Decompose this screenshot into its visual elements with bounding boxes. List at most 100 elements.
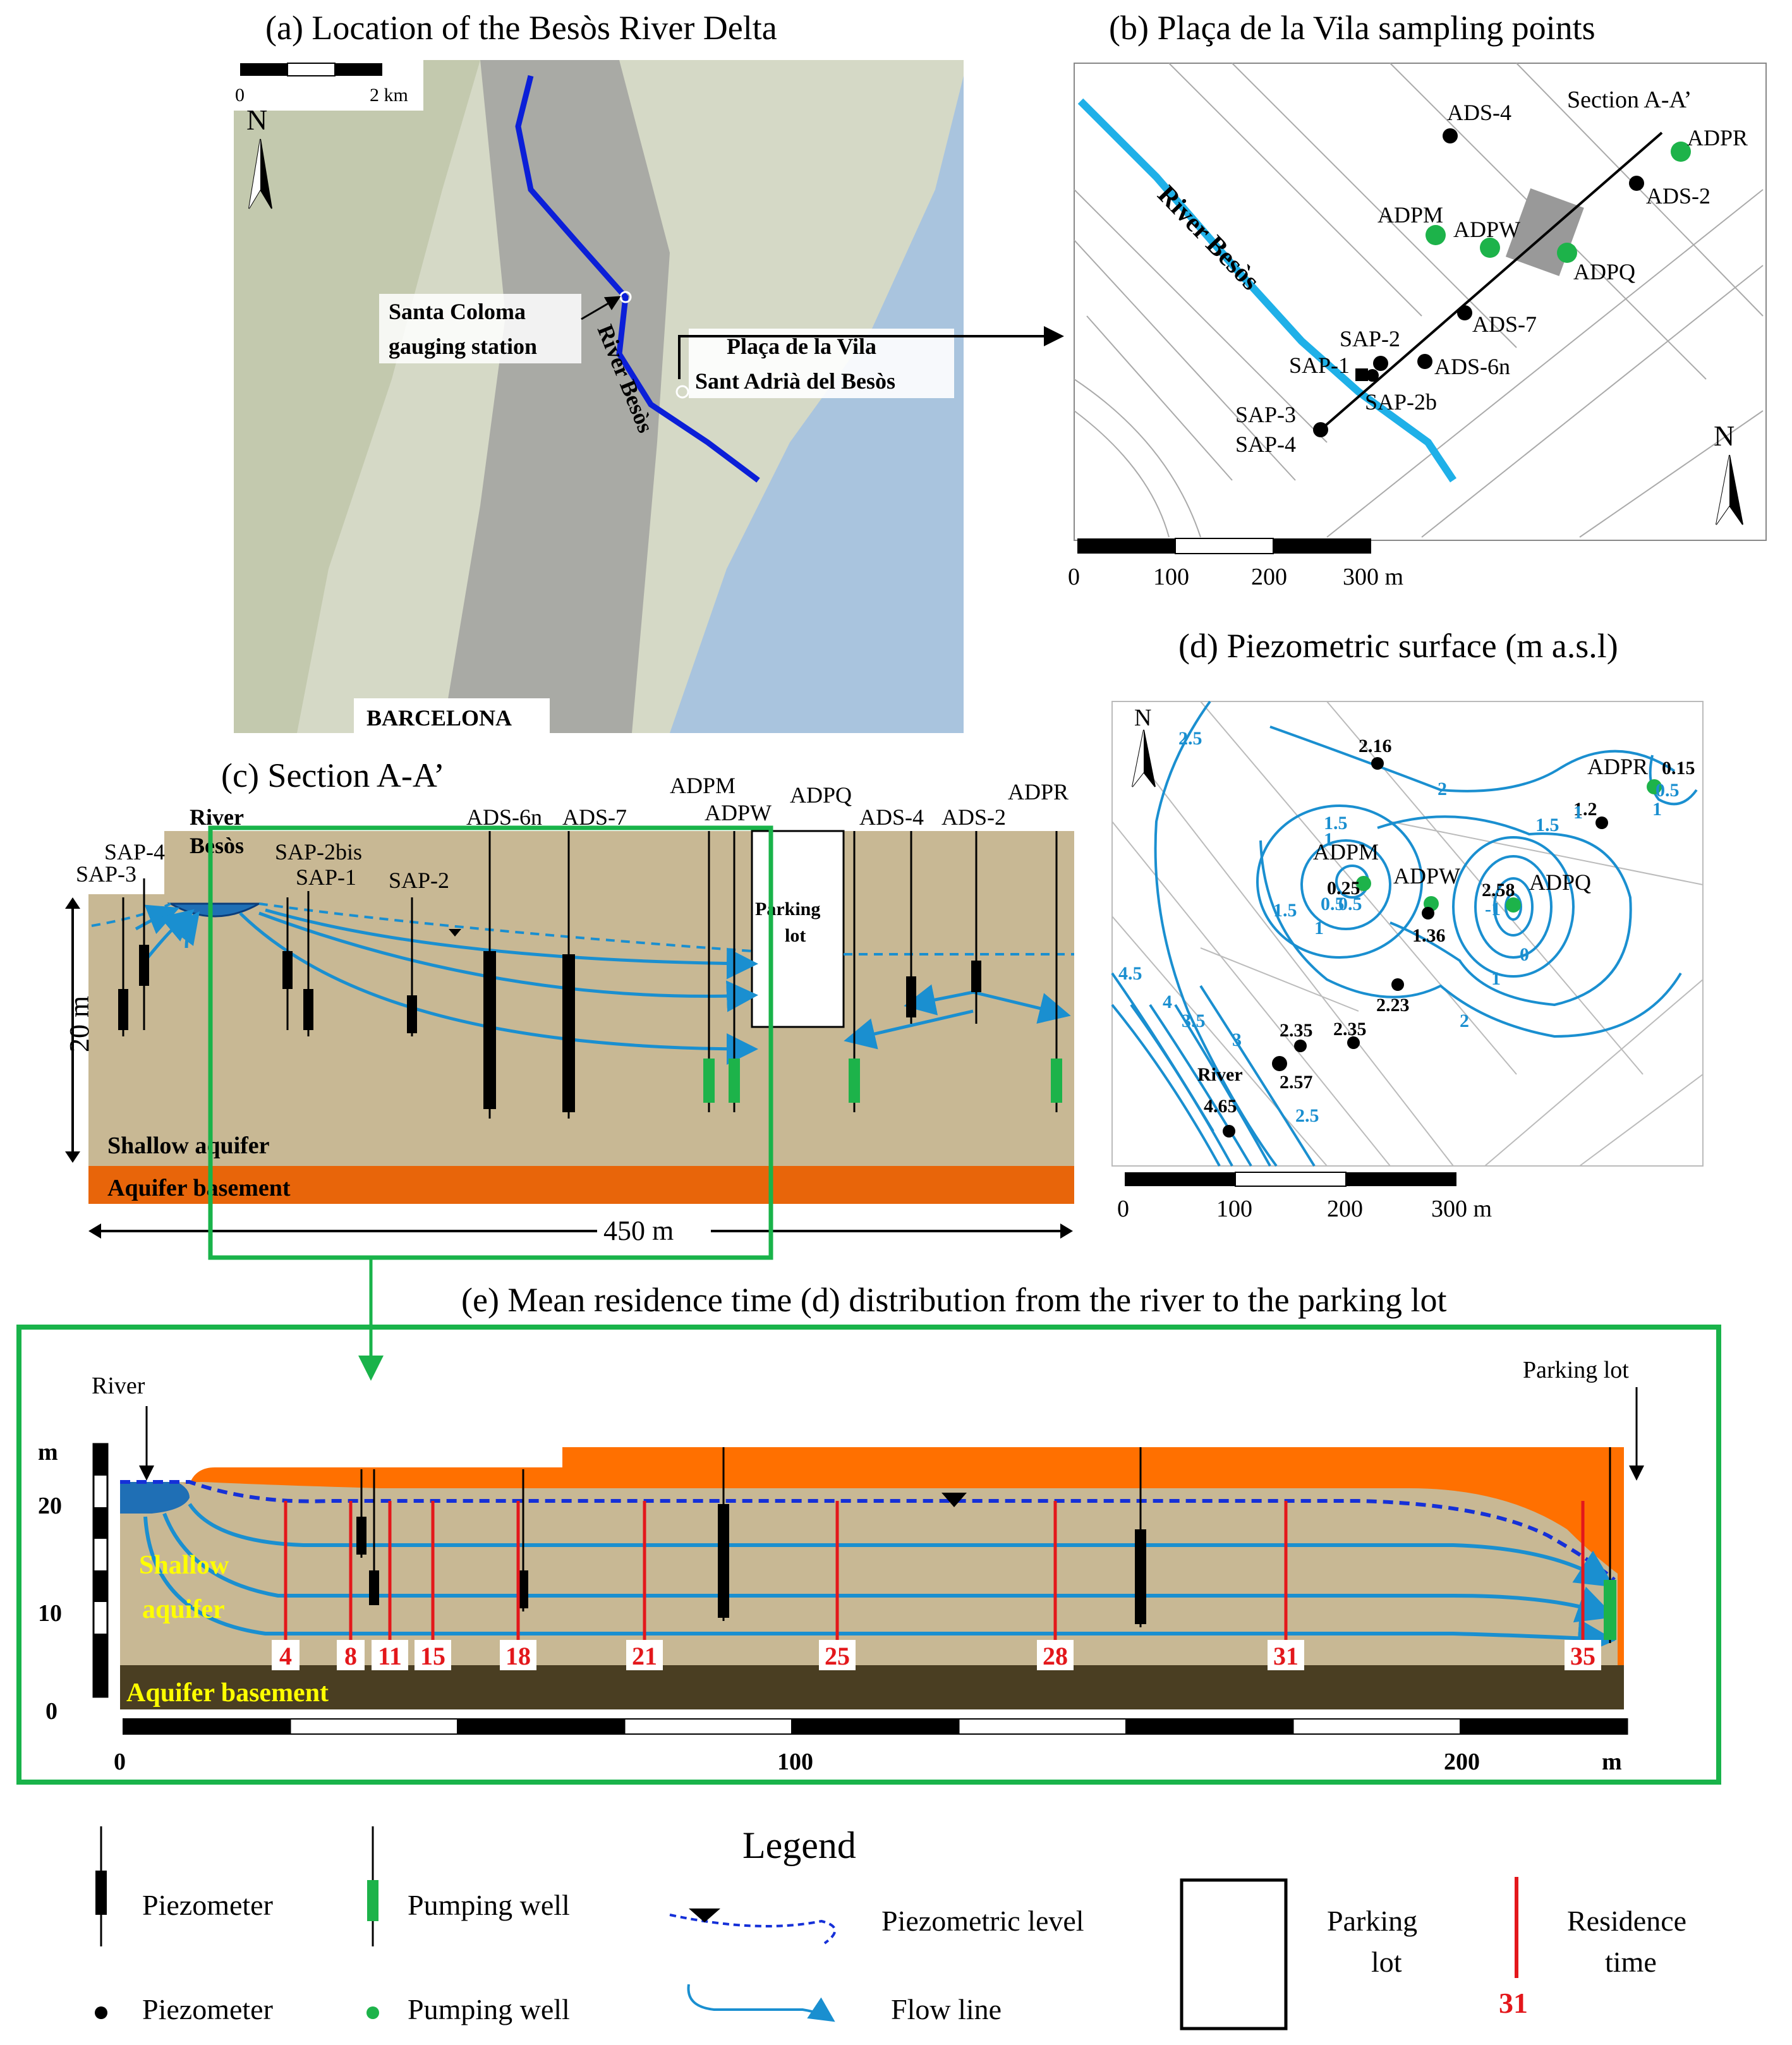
adpm-label: ADPM — [1377, 202, 1443, 228]
parking-c-1: Parking — [755, 899, 820, 919]
panel-b-title: (b) Plaça de la Vila sampling points — [1109, 9, 1595, 47]
residence-label-box — [500, 1640, 536, 1670]
d-223: 2.23 — [1376, 995, 1410, 1016]
legend-piezo2-label: Piezometer — [142, 1993, 273, 2025]
scale-b-200: 200 — [1251, 564, 1287, 590]
residence-label-box — [626, 1640, 663, 1670]
scale-d-seg — [1235, 1172, 1347, 1187]
d-258: 2.58 — [1482, 880, 1515, 901]
water-table-c-marker — [449, 929, 461, 937]
ads4-label: ADS-4 — [1447, 100, 1511, 125]
ads7-label: ADS-7 — [1472, 312, 1537, 337]
sap1-label: SAP-1 — [1289, 353, 1350, 378]
panel-c-title: (c) Section A-A’ — [221, 756, 445, 794]
y-bar-seg — [94, 1634, 107, 1665]
scale-b-seg — [1273, 538, 1371, 554]
adpw-c: ADPW — [705, 800, 772, 825]
c-05c: 0.5 — [1321, 894, 1345, 914]
ads2-c: ADS-2 — [941, 804, 1006, 830]
scale-seg — [335, 63, 382, 76]
gauging-label-2: gauging station — [389, 334, 537, 359]
adpw-label: ADPW — [1453, 217, 1520, 242]
y-bar-seg — [94, 1570, 107, 1602]
residence-time-label: 28 — [1043, 1642, 1068, 1670]
points-d — [1223, 757, 1662, 1138]
adpq-c: ADPQ — [790, 782, 852, 808]
y-bar-seg — [94, 1665, 107, 1697]
map-d — [1111, 701, 1704, 1167]
d-adpw: ADPW — [1393, 863, 1460, 889]
water-table-e-marker — [941, 1493, 967, 1507]
scale-seg — [240, 63, 288, 76]
ads6n-c: ADS-6n — [466, 804, 542, 830]
placa-label-1: Plaça de la Vila — [727, 334, 876, 359]
d-12: 1.2 — [1573, 799, 1597, 820]
d-river: River — [1197, 1064, 1243, 1085]
overburden-e-right — [1618, 1447, 1624, 1665]
map-b — [1074, 63, 1767, 541]
x-scale-seg — [1460, 1718, 1628, 1735]
d-adpr: ADPR — [1587, 754, 1648, 779]
legend-pump2-label: Pumping well — [408, 1993, 570, 2025]
scale-d-seg — [1125, 1172, 1235, 1186]
legend: Legend Piezometer Pumping well Piezometr… — [95, 1824, 1686, 2030]
x-scale-seg — [1125, 1718, 1294, 1735]
scale-d-200: 200 — [1327, 1196, 1363, 1222]
residence-time-label: 35 — [1570, 1642, 1595, 1670]
c-2a: 2 — [1438, 779, 1447, 799]
legend-parking-box — [1180, 1878, 1288, 2030]
c-1b: 1 — [1314, 918, 1324, 938]
e-y-0: 0 — [45, 1698, 58, 1725]
legend-pump-dot — [366, 2006, 379, 2019]
legend-pump-label: Pumping well — [408, 1889, 570, 1921]
depth-label: 20 m — [64, 996, 95, 1052]
residence-time-label: 25 — [825, 1642, 850, 1670]
river-c-label-1: River — [190, 804, 244, 830]
river-c-label-2: Besòs — [190, 833, 244, 858]
parking-c-2: lot — [785, 925, 806, 946]
scale-a-2: 2 km — [370, 85, 408, 106]
c-2b: 2 — [1460, 1010, 1469, 1031]
panel-b: (b) Plaça de la Vila sampling points Riv… — [1068, 9, 1767, 590]
sap4-c: SAP-4 — [104, 839, 165, 865]
c-0: 0 — [1520, 944, 1529, 965]
sap2bis-c: SAP-2bis — [275, 839, 362, 865]
placa-label-bg — [689, 329, 954, 398]
scale-seg — [287, 63, 336, 76]
scale-d-300: 300 m — [1431, 1196, 1492, 1222]
d-025: 0.25 — [1327, 878, 1360, 899]
residence-label-box — [337, 1640, 365, 1670]
residence-time-label: 8 — [344, 1642, 357, 1670]
overburden-e — [120, 1447, 1618, 1574]
legend-level-line — [669, 1914, 837, 1945]
d-adpm: ADPM — [1313, 839, 1379, 865]
adpm-c: ADPM — [670, 773, 736, 798]
c-3: 3 — [1232, 1029, 1242, 1050]
residence-label-box — [1268, 1640, 1304, 1670]
sap3-c: SAP-3 — [76, 861, 136, 887]
scale-b-0: 0 — [1068, 564, 1080, 590]
x-scale-seg — [457, 1718, 626, 1735]
adpw-point — [1480, 238, 1500, 258]
d-adpq: ADPQ — [1529, 870, 1591, 895]
legend-res-1: Residence — [1567, 1905, 1686, 1937]
ads6n-label: ADS-6n — [1434, 354, 1510, 379]
residence-time-label: 21 — [632, 1642, 657, 1670]
e-parking-label: Parking lot — [1523, 1357, 1629, 1383]
legend-flow-line — [687, 1984, 835, 2022]
north-b-icon-half — [1716, 455, 1729, 525]
x-scale-seg — [289, 1718, 458, 1735]
sap1-point — [1355, 368, 1368, 381]
panel-e-frame — [16, 1325, 1721, 1785]
x-scale-seg — [123, 1718, 291, 1735]
ads6n-point — [1417, 354, 1432, 369]
panel-d: (d) Piezometric surface (m a.s.l) 2.16 0… — [1111, 627, 1704, 1222]
ads4-point — [1443, 128, 1458, 143]
scale-b-seg — [1175, 538, 1274, 554]
ads7-point — [1457, 305, 1472, 320]
flow-lines-c — [135, 904, 1071, 1065]
screens-c — [118, 945, 1062, 1112]
e-x-m: m — [1602, 1749, 1622, 1775]
c-25a: 2.5 — [1178, 728, 1202, 749]
parking-c — [751, 830, 845, 1028]
